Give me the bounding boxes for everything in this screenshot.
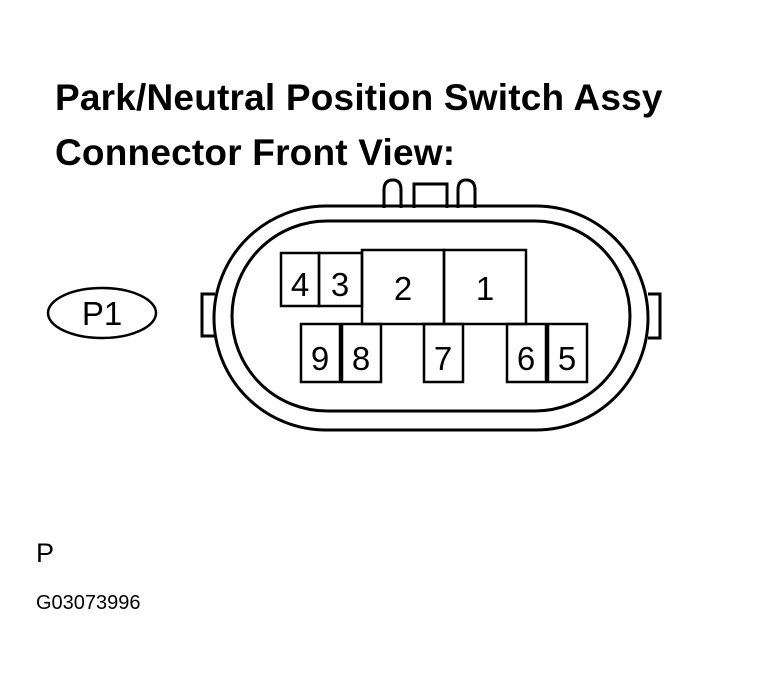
title-line-2: Connector Front View: bbox=[55, 132, 456, 173]
connector-latch bbox=[382, 178, 477, 208]
terminal-label-4: 4 bbox=[291, 266, 309, 303]
terminal-label-9: 9 bbox=[311, 340, 329, 377]
terminal-cavity-6 bbox=[505, 322, 548, 384]
terminal-label-8: 8 bbox=[352, 340, 370, 377]
terminal-cavity-8 bbox=[340, 322, 383, 384]
connector-housing-inner bbox=[230, 219, 632, 413]
connector-housing-outer bbox=[212, 204, 650, 432]
terminal-label-2: 2 bbox=[394, 270, 412, 307]
connector-left-tab bbox=[200, 292, 215, 338]
connector-right-tab bbox=[648, 292, 662, 340]
terminal-label-7: 7 bbox=[434, 340, 452, 377]
terminal-label-3: 3 bbox=[331, 266, 349, 303]
diagram-title: Park/Neutral Position Switch Assy Connec… bbox=[55, 70, 663, 180]
terminal-label-1: 1 bbox=[476, 270, 494, 307]
terminal-cavity-5 bbox=[546, 322, 589, 384]
title-line-1: Park/Neutral Position Switch Assy bbox=[55, 77, 663, 118]
terminal-label-5: 5 bbox=[558, 340, 576, 377]
terminal-label-6: 6 bbox=[517, 340, 535, 377]
connector-code-ellipse bbox=[46, 286, 158, 340]
terminal-cavity-9 bbox=[299, 322, 342, 384]
terminal-cavity-7 bbox=[422, 322, 465, 384]
connector-code-label: P1 bbox=[82, 295, 122, 332]
footer-letter: P bbox=[36, 538, 55, 568]
figure-code: G03073996 bbox=[36, 592, 141, 614]
terminal-cavity-1 bbox=[442, 248, 528, 326]
